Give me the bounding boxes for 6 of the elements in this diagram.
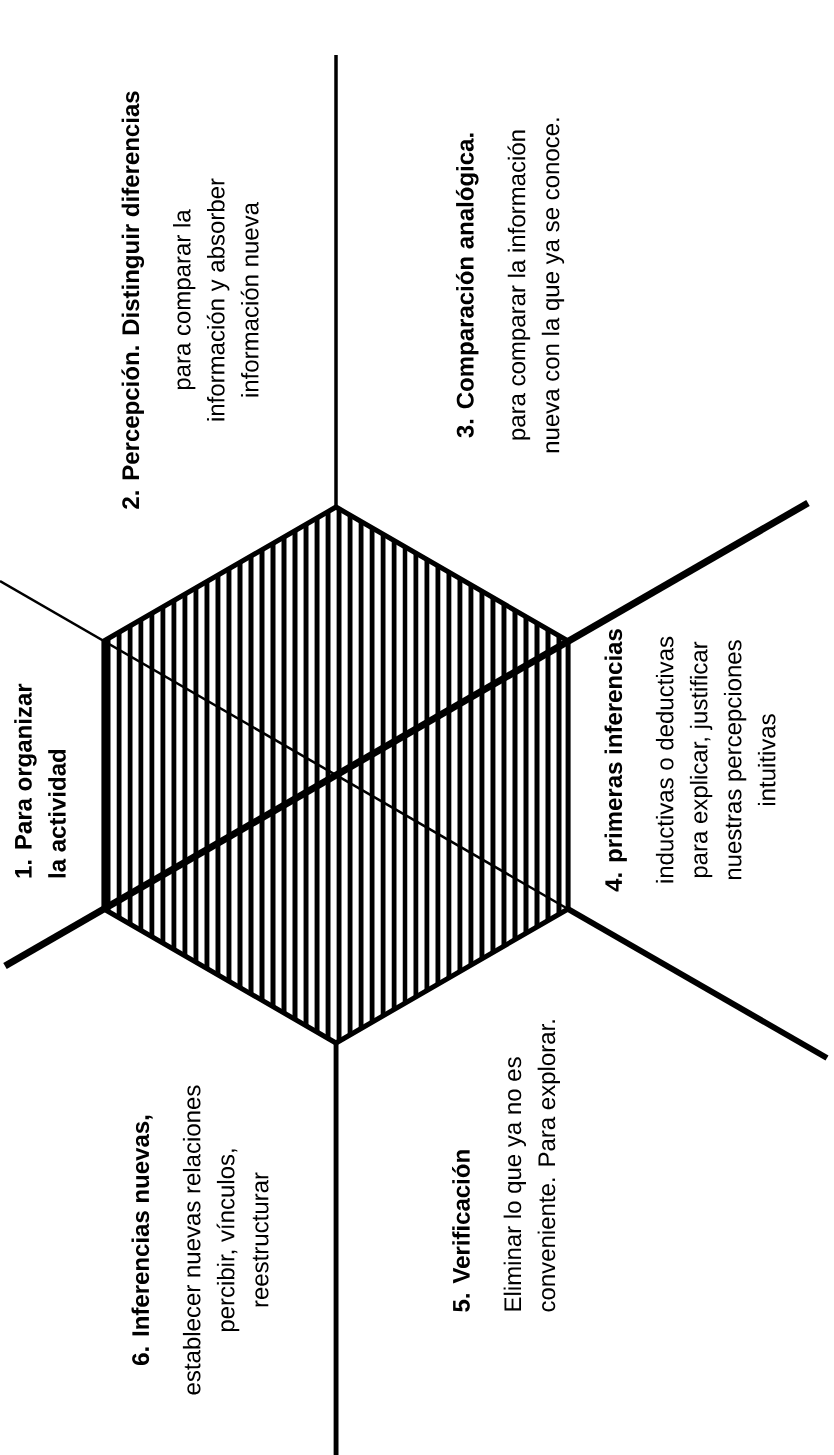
sector-label: 1. Para organizar la actividad — [14, 683, 66, 878]
sector-label: 3. Comparación analógica. para comparar la información nueva con la que ya se conoce. — [455, 118, 565, 453]
sector-label: 6. Inferencias nuevas, establecer nuevas relaciones percibir, vínculos, reestructurar — [131, 1085, 269, 1395]
sector-label: 5. Verificación Eliminar lo que ya no es conveniente. Para explorar. — [452, 1020, 560, 1312]
sector-label: 2. Percepción. Distinguir diferencias para comparar la información y absorber información nueva — [121, 91, 259, 509]
sector-label: 4. primeras inferencias inductivas o deductivas para explicar, justificar nuestras percepciones intuitivas — [604, 629, 776, 892]
